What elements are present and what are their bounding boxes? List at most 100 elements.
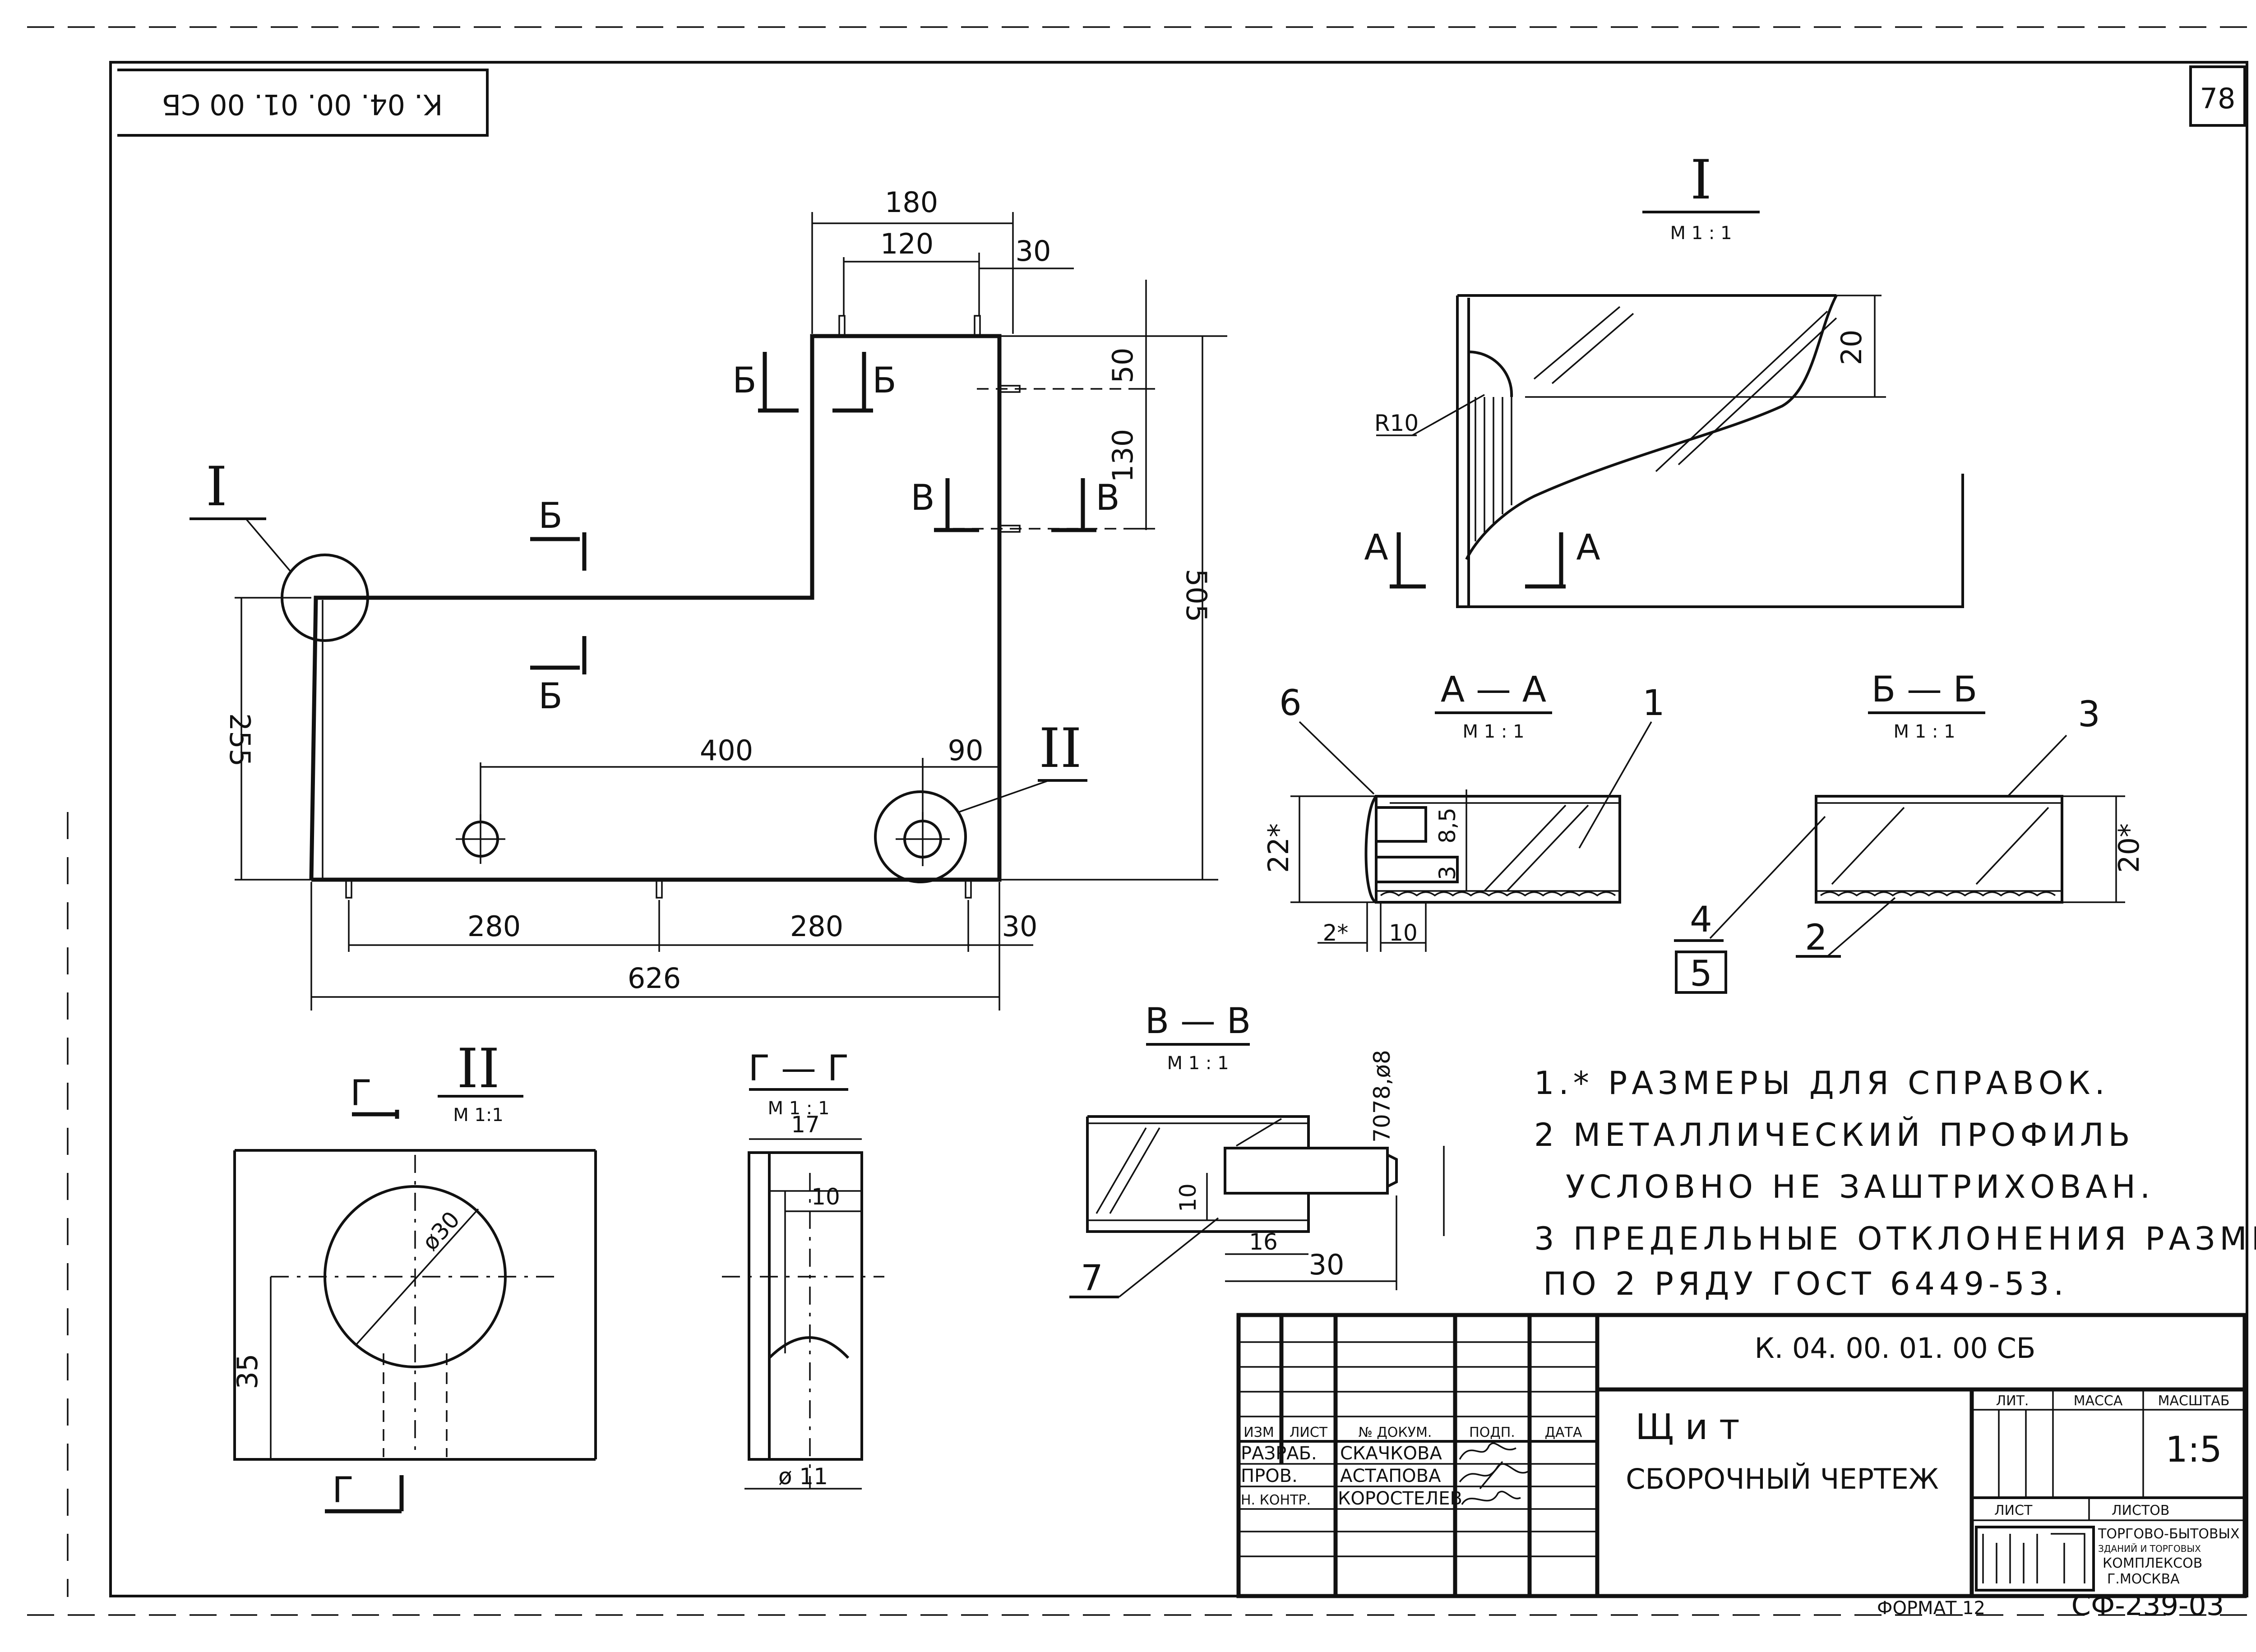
tb-name-norm: КОРОСТЕЛЕВ	[1338, 1488, 1462, 1509]
mirrored-code: К. 04. 00. 01. 00 СБ	[162, 88, 443, 121]
mark-b-top-left: Б	[732, 360, 757, 401]
tb-header-mass: МАССА	[2074, 1393, 2123, 1409]
detail-I-mark-a-right: А	[1576, 527, 1600, 568]
note-2-cont: УСЛОВНО НЕ ЗАШТРИХОВАН.	[1566, 1168, 2154, 1205]
detail-I-radius: R10	[1374, 410, 1419, 436]
section-BB-leader-5: 5	[1690, 954, 1712, 994]
mark-v-left: В	[911, 478, 935, 518]
dim-50: 50	[1106, 348, 1139, 383]
sheet-frame	[27, 26, 2256, 1616]
detail-II-mark-g-bottom: Г	[332, 1470, 354, 1511]
section-BB-dim-20: 20*	[2113, 823, 2145, 873]
sheet-number: 78	[2200, 82, 2236, 115]
section-GG-dim-10: 10	[811, 1184, 840, 1210]
notes: 1.* РАЗМЕРЫ ДЛЯ СПРАВОК. 2 МЕТАЛЛИЧЕСКИЙ…	[1534, 1065, 2256, 1302]
tb-name-dev: СКАЧКОВА	[1340, 1443, 1442, 1464]
section-GG-dim-17: 17	[791, 1112, 820, 1138]
section-AA-scale: М 1 : 1	[1462, 721, 1524, 742]
detail-I-dim-20: 20	[1835, 330, 1868, 365]
section-AA-leader-6: 6	[1279, 683, 1302, 724]
tb-org-4: Г.МОСКВА	[2107, 1571, 2180, 1587]
section-AA-title: А — А	[1441, 669, 1546, 710]
section-VV-dim-30: 30	[1309, 1248, 1345, 1281]
section-VV-scale: М 1 : 1	[1167, 1053, 1229, 1074]
signature-3	[1461, 1490, 1521, 1505]
tb-header-scale: МАСШТАБ	[2158, 1393, 2230, 1409]
tb-sheet-label: ЛИСТ	[1994, 1503, 2033, 1518]
section-BB-leader-2: 2	[1805, 918, 1827, 958]
mark-v-right: В	[1096, 478, 1120, 518]
section-GG-dim-11: ø 11	[778, 1463, 828, 1490]
tb-col-izm: ИЗМ	[1244, 1425, 1274, 1440]
tb-col-date: ДАТА	[1545, 1425, 1582, 1440]
signature-1	[1459, 1442, 1516, 1460]
tb-org-3: КОМПЛЕКСОВ	[2103, 1555, 2202, 1571]
detail-I: I М 1 : 1 20 R10 А А	[1364, 149, 1964, 608]
section-AA-leader-1: 1	[1642, 683, 1665, 724]
detail-II-dim-35: 35	[231, 1354, 264, 1389]
dim-30-bottom: 30	[1002, 910, 1038, 943]
tb-org-2: ЗДАНИЙ И ТОРГОВЫХ	[2098, 1543, 2201, 1554]
tb-doc-type: СБОРОЧНЫЙ ЧЕРТЕЖ	[1626, 1463, 1939, 1495]
section-VV-dim-10: 10	[1175, 1183, 1201, 1212]
dim-255: 255	[223, 713, 256, 766]
dim-280-left: 280	[467, 910, 521, 943]
tb-name-check: АСТАПОВА	[1340, 1466, 1441, 1486]
detail-II-title: II	[457, 1038, 500, 1100]
note-3: 3 ПРЕДЕЛЬНЫЕ ОТКЛОНЕНИЯ РАЗМЕРОВ	[1534, 1220, 2256, 1257]
detail-I-title: I	[1690, 149, 1711, 212]
callout-I: I	[206, 456, 227, 518]
section-BB-leader-4: 4	[1690, 900, 1712, 940]
main-view: 180 120 30 50 130 505 255 400 90	[190, 186, 1227, 1011]
section-AA-dim-10: 10	[1389, 920, 1418, 946]
section-GG-scale: М 1 : 1	[767, 1098, 829, 1119]
section-GG: Г — Г М 1 : 1 17 10 ø 11	[722, 1048, 884, 1490]
section-BB-title: Б — Б	[1872, 669, 1978, 710]
detail-I-mark-a-left: А	[1364, 527, 1388, 568]
section-VV-leader-7: 7	[1081, 1258, 1103, 1299]
section-AA-dim-22: 22*	[1262, 823, 1295, 873]
mark-b-top-right: Б	[872, 360, 897, 401]
section-GG-title: Г — Г	[749, 1048, 849, 1089]
section-AA-dim-8-5: 8,5	[1434, 808, 1461, 844]
section-AA-dim-3: 3	[1434, 866, 1461, 880]
mark-b-left-bottom: Б	[538, 676, 563, 717]
note-1: 1.* РАЗМЕРЫ ДЛЯ СПРАВОК.	[1534, 1065, 2109, 1102]
detail-II-scale: М 1:1	[453, 1105, 504, 1126]
note-3-cont: ПО 2 РЯДУ ГОСТ 6449-53.	[1543, 1265, 2068, 1302]
signature-2	[1459, 1461, 1530, 1490]
section-BB-scale: М 1 : 1	[1893, 721, 1955, 742]
dim-400: 400	[700, 734, 753, 767]
dim-90: 90	[948, 734, 984, 767]
mark-b-left-top: Б	[538, 496, 563, 536]
tb-col-list: ЛИСТ	[1290, 1425, 1328, 1440]
dim-30-top: 30	[1016, 235, 1051, 268]
section-VV-dim-16: 16	[1249, 1229, 1278, 1255]
tb-scale-value: 1:5	[2165, 1430, 2222, 1470]
dim-130: 130	[1106, 429, 1139, 482]
tb-role-norm: Н. КОНТР.	[1241, 1492, 1311, 1508]
tb-designation: К. 04. 00. 01. 00 СБ	[1755, 1332, 2036, 1365]
note-2: 2 МЕТАЛЛИЧЕСКИЙ ПРОФИЛЬ	[1534, 1117, 2135, 1154]
section-BB-leader-3: 3	[2078, 694, 2100, 735]
dim-626: 626	[628, 962, 681, 995]
title-block: ИЗМ ЛИСТ № ДОКУМ. ПОДП. ДАТА РАЗРАБ. СКА…	[1236, 1313, 2247, 1598]
detail-II-mark-g-top: Г	[350, 1073, 372, 1114]
dim-120: 120	[880, 227, 934, 260]
detail-II-dia: ø30	[417, 1206, 465, 1255]
detail-I-scale: М 1 : 1	[1670, 223, 1732, 244]
section-AA-dim-2: 2*	[1323, 920, 1349, 946]
mirrored-code-box: К. 04. 00. 01. 00 СБ	[117, 69, 489, 137]
section-VV-title: В — В	[1145, 1001, 1251, 1042]
dim-180: 180	[885, 186, 938, 219]
bottom-code: СФ-239-03	[2071, 1589, 2224, 1622]
tb-org-1: ТОРГОВО-БЫТОВЫХ	[2098, 1526, 2240, 1542]
section-VV-dim-pin: 7078,ø8	[1369, 1050, 1395, 1143]
detail-II: II М 1:1 ø30 35 Г Г	[231, 1038, 597, 1514]
tb-col-doc: № ДОКУМ.	[1359, 1425, 1432, 1440]
dim-280-right: 280	[790, 910, 843, 943]
tb-header-lit: ЛИТ.	[1996, 1393, 2029, 1409]
section-AA: А — А М 1 : 1 22* 8,5 3 2* 10 6 1	[1262, 669, 1665, 952]
tb-role-dev: РАЗРАБ.	[1241, 1443, 1317, 1464]
